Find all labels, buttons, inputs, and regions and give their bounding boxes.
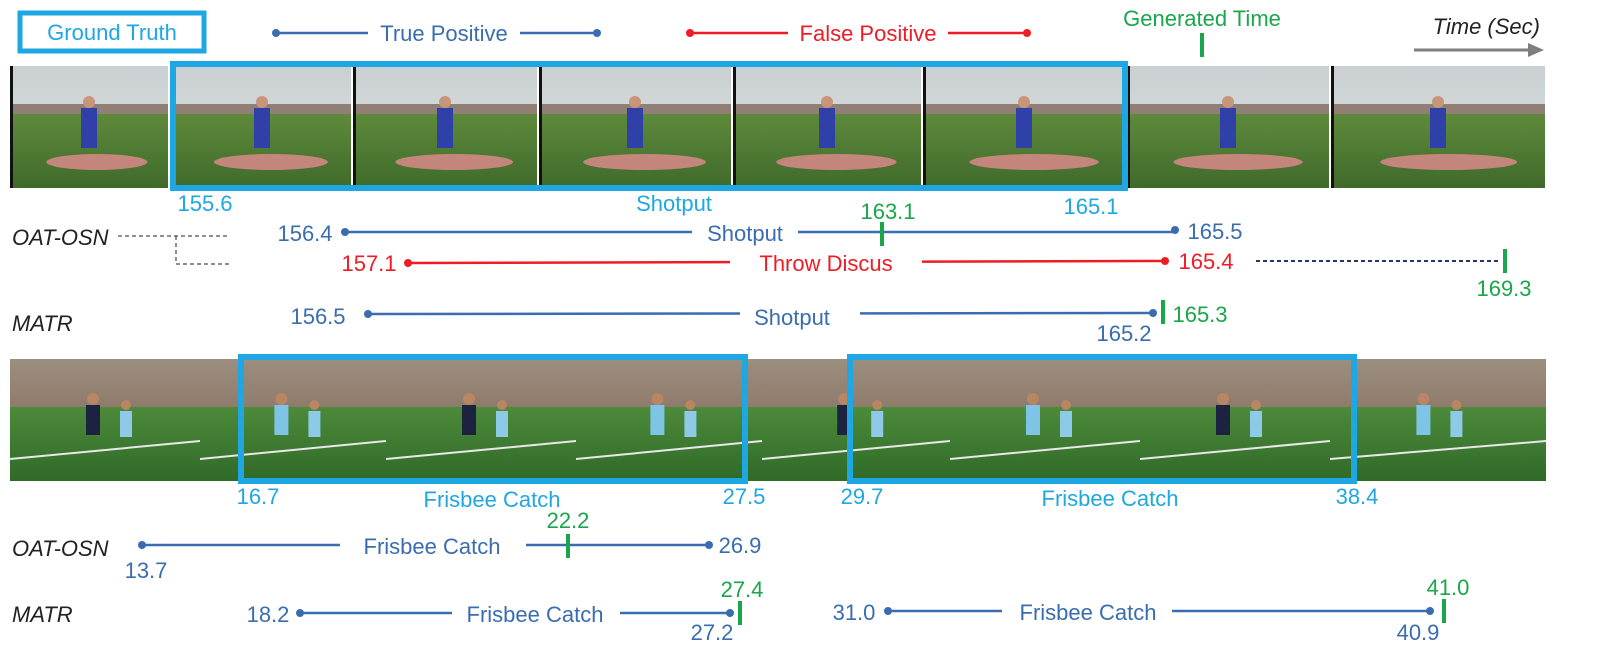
method-label-oat-osn-1: OAT-OSN [12,225,109,250]
oat-osn-fp-discus-start: 157.1 [341,251,396,276]
matr-frisbee1-label: Frisbee Catch [467,602,604,627]
oat-osn-frisbee-end-dot [705,541,713,549]
ground-truth-box-frisbee-1 [238,354,748,484]
oat-osn-frisbee-start-dot [138,541,146,549]
video-frame [173,66,351,188]
ground-truth-box-frisbee-2 [847,354,1357,484]
oat-osn-fp-discus-mask [730,249,922,277]
method-label-oat-osn-2: OAT-OSN [12,536,109,561]
oat-osn-frisbee-label: Frisbee Catch [364,534,501,559]
legend: Ground Truth True Positive False Positiv… [17,6,1544,57]
matr-frisbee1-start: 18.2 [247,602,290,627]
oat-osn-fp-discus-label: Throw Discus [759,251,892,276]
matr-frisbee1-start-dot [296,609,304,617]
gt-shotput-start: 155.6 [177,191,232,216]
video-strip-shotput [10,66,1545,188]
gt-frisbee1-end: 27.5 [723,484,766,509]
video-frame [9,359,201,481]
gt-frisbee2-start: 29.7 [841,484,884,509]
video-frame [1331,66,1545,188]
time-axis-label: Time (Sec) [1433,14,1540,39]
video-strip-frisbee [9,359,1547,481]
video-frame [575,359,763,481]
oat-osn-frisbee-end: 26.9 [719,533,762,558]
gt-frisbee2-label: Frisbee Catch [1042,486,1179,511]
matr-shotput-start: 156.5 [290,304,345,329]
gt-frisbee2-end: 38.4 [1336,484,1379,509]
matr-frisbee2-start: 31.0 [833,600,876,625]
gt-shotput-end: 165.1 [1063,194,1118,219]
video-frame [199,359,387,481]
matr-frisbee2-generated-time: 41.0 [1427,575,1470,600]
gt-shotput-label: Shotput [636,191,712,216]
matr-shotput-mask [740,301,860,329]
matr-frisbee1-generated-time: 27.4 [721,577,764,602]
matr-frisbee2-start-dot [884,607,892,615]
video-frame [733,66,921,188]
legend-true-positive-mask [368,18,520,48]
method-label-matr-1: MATR [12,311,73,336]
time-axis-arrowhead-icon [1528,43,1544,57]
matr-shotput-label: Shotput [754,305,830,330]
matr-frisbee1-end: 27.2 [691,620,734,645]
matr-frisbee2-label: Frisbee Catch [1020,600,1157,625]
legend-false-positive-label: False Positive [800,21,937,46]
gt-frisbee1-start: 16.7 [237,484,280,509]
oat-osn-fp-discus-end-dot [1161,257,1169,265]
oat-osn-tp-shotput-mask [692,219,798,247]
legend-false-positive-start-dot [686,29,694,37]
legend-true-positive-start-dot [272,29,280,37]
legend-false-positive-end-dot [1023,29,1031,37]
gt-frisbee1-label: Frisbee Catch [424,487,561,512]
video-frame [761,359,951,481]
matr-frisbee2-end-dot [1426,607,1434,615]
oat-osn-fp-discus-start-dot [404,259,412,267]
matr-frisbee2-end: 40.9 [1397,620,1440,645]
oat-osn-fp-generated-time: 169.3 [1476,276,1531,301]
oat-osn-fp-discus-end: 165.4 [1178,249,1233,274]
matr-frisbee2-mask [1002,598,1172,626]
video-frame [1329,359,1547,481]
video-frame [353,66,537,188]
video-frame [1139,359,1331,481]
matr-shotput-generated-time: 165.3 [1172,302,1227,327]
method-label-matr-2: MATR [12,602,73,627]
video-frame [1127,66,1329,188]
video-frame [539,66,731,188]
oat-osn-tp-shotput-end-dot [1171,226,1179,234]
legend-true-positive-label: True Positive [380,21,508,46]
video-frame [923,66,1125,188]
video-frame [10,66,168,188]
legend-ground-truth-box [17,10,207,54]
oat-osn-tp-shotput-end: 165.5 [1187,219,1242,244]
legend-false-positive-mask [788,18,948,48]
oat-osn-bracket [118,235,229,265]
video-frame [385,359,577,481]
matr-shotput-start-dot [364,310,372,318]
oat-osn-tp-generated-time: 163.1 [860,199,915,224]
matr-shotput-end-dot [1149,309,1157,317]
matr-frisbee1-end-dot [726,609,734,617]
oat-osn-frisbee-generated-time: 22.2 [547,508,590,533]
video-frame [949,359,1141,481]
legend-generated-time-label: Generated Time [1123,6,1281,31]
matr-shotput-end: 165.2 [1096,321,1151,346]
legend-true-positive-end-dot [593,29,601,37]
oat-osn-tp-shotput-start-dot [341,228,349,236]
oat-osn-frisbee-start: 13.7 [125,558,168,583]
oat-osn-tp-shotput-start: 156.4 [277,221,332,246]
oat-osn-frisbee-mask [340,532,526,560]
matr-frisbee1-mask [452,600,620,628]
legend-ground-truth-label: Ground Truth [47,20,177,45]
ground-truth-box-shotput [170,61,1128,191]
oat-osn-tp-shotput-label: Shotput [707,221,783,246]
